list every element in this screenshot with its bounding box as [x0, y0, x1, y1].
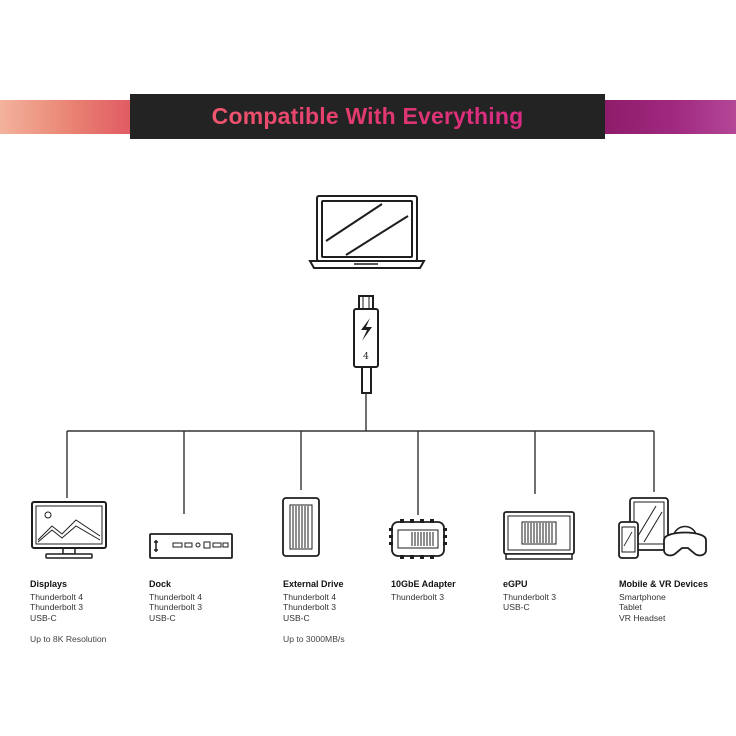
- network-adapter-icon: [389, 519, 447, 559]
- egpu-icon: [503, 511, 575, 560]
- device-spec: USB-C: [283, 612, 310, 623]
- banner-gradient-left: [0, 100, 132, 134]
- device-spec: Tablet: [619, 602, 642, 612]
- device-spec: Thunderbolt 4: [30, 591, 84, 602]
- device-note: Up to 3000MB/s: [283, 634, 345, 644]
- device-spec: USB-C: [503, 602, 530, 612]
- device-label-displays: Displays Thunderbolt 4 Thunderbolt 3 USB…: [30, 579, 160, 645]
- device-title: eGPU: [503, 579, 528, 589]
- device-spec: VR Headset: [619, 612, 666, 623]
- thunderbolt-bolt-icon: [361, 318, 372, 341]
- branch-lines: [66, 393, 655, 515]
- banner-gradient-right: [603, 100, 736, 134]
- device-spec: USB-C: [149, 612, 176, 623]
- device-title: Mobile & VR Devices: [619, 579, 709, 589]
- device-spec: Thunderbolt 3: [503, 591, 557, 602]
- device-spec: Thunderbolt 3: [149, 602, 203, 612]
- device-title: 10GbE Adapter: [391, 579, 456, 589]
- cable-connector-label: 4: [363, 352, 369, 362]
- device-spec: Thunderbolt 3: [391, 591, 445, 602]
- device-note: Up to 8K Resolution: [30, 634, 107, 644]
- device-label-dock: Dock Thunderbolt 4 Thunderbolt 3 USB-C: [149, 579, 279, 623]
- monitor-icon: [31, 501, 107, 559]
- device-title: Dock: [149, 579, 172, 589]
- mobile-vr-icon: [618, 497, 707, 559]
- external-drive-icon: [282, 497, 320, 557]
- device-spec: USB-C: [30, 612, 57, 623]
- device-spec: Thunderbolt 3: [30, 602, 84, 612]
- device-spec: Thunderbolt 4: [283, 591, 337, 602]
- device-spec: Thunderbolt 3: [283, 602, 337, 612]
- device-title: Displays: [30, 579, 68, 589]
- device-label-egpu: eGPU Thunderbolt 3 USB-C: [503, 579, 633, 613]
- laptop-icon: [308, 195, 426, 269]
- device-spec: Thunderbolt 4: [149, 591, 203, 602]
- device-label-10gbe-adapter: 10GbE Adapter Thunderbolt 3: [391, 579, 521, 602]
- device-spec: Smartphone: [619, 591, 666, 602]
- banner-title: Compatible With Everything: [211, 103, 524, 129]
- device-label-mobile-vr: Mobile & VR Devices Smartphone Tablet VR…: [619, 579, 734, 623]
- banner: Compatible With Everything: [130, 94, 605, 139]
- device-label-external-drive: External Drive Thunderbolt 4 Thunderbolt…: [283, 579, 413, 645]
- thunderbolt-cable-icon: 4: [353, 295, 379, 394]
- dock-icon: [149, 533, 233, 559]
- device-title: External Drive: [283, 579, 344, 589]
